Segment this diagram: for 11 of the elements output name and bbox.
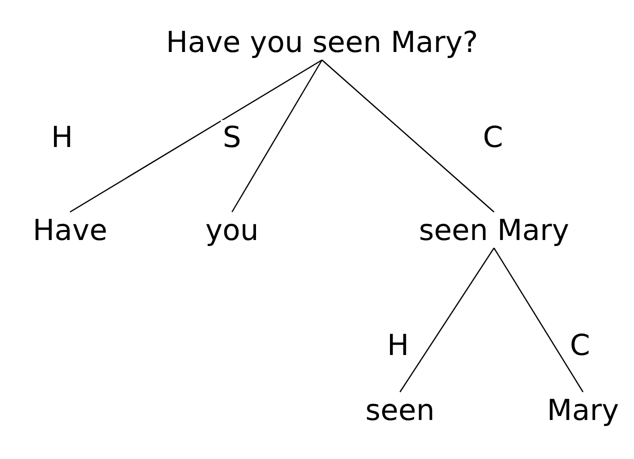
tree-branch-line (400, 248, 494, 392)
tree-node-text: you (203, 212, 261, 248)
tree-branch-line (231, 60, 323, 212)
tree-node-text: Have you seen Mary? (164, 24, 480, 60)
tree-node-text: seen (363, 392, 437, 428)
tree-node-text: seen Mary (416, 212, 572, 248)
tree-node-text: Have (30, 212, 110, 248)
tree-branch-line (70, 59, 322, 213)
tree-branch-line (322, 60, 494, 212)
tree-branch-line (493, 248, 584, 392)
tree-node-text: Mary (545, 392, 621, 428)
